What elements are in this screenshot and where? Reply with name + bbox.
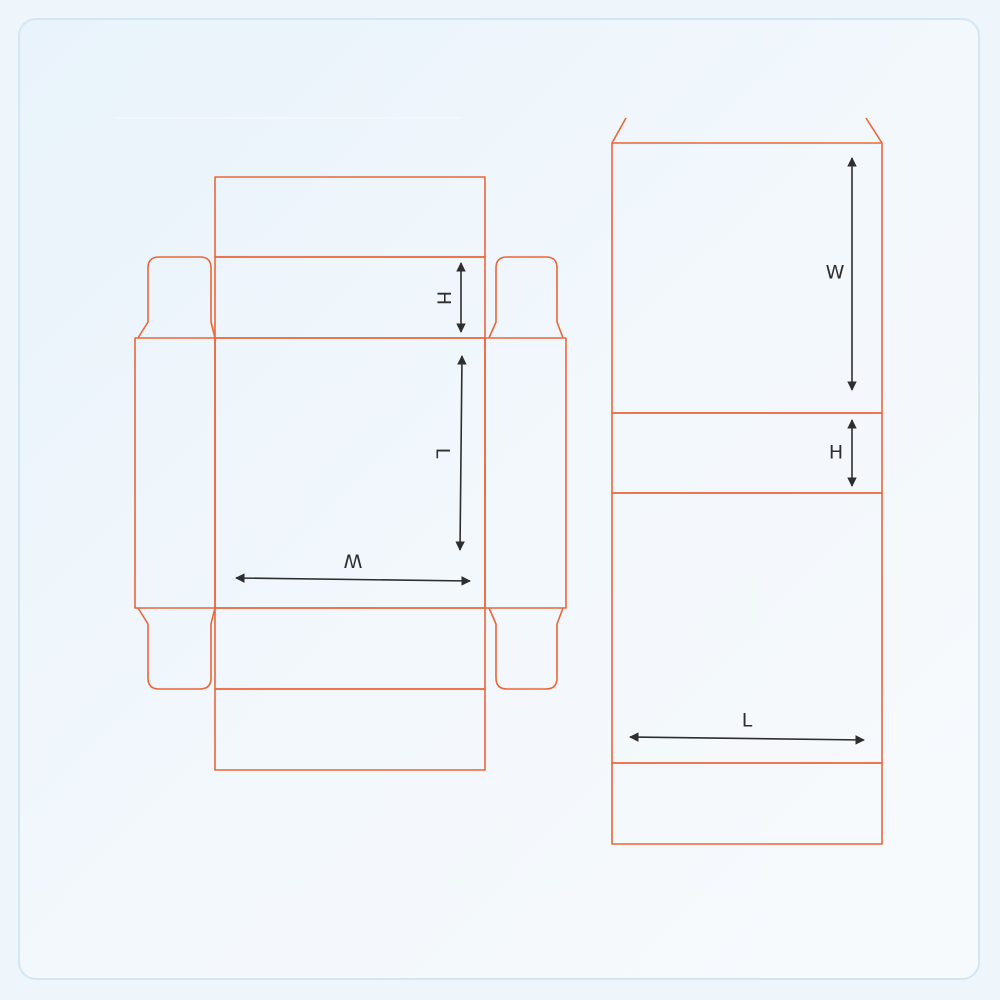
left-width-dimension-arrow: [235, 573, 471, 586]
left-length-label: L: [432, 448, 454, 459]
left-box-dieline: H L W: [134, 176, 567, 771]
dust-flap-top-left: [137, 256, 216, 339]
right-width-label: W: [826, 262, 845, 284]
right-length-label: L: [742, 710, 753, 732]
dust-flap-bottom-left: [137, 607, 216, 690]
bottom-side-panel: [214, 607, 486, 690]
bottom-lid-flap: [214, 688, 486, 771]
right-height-label: H: [829, 442, 843, 464]
left-side-wall: [134, 337, 216, 609]
right-length-dimension-arrow: [629, 732, 865, 745]
top-tuck-ears: [611, 117, 883, 144]
left-height-label: H: [433, 291, 455, 305]
dust-flap-top-right: [488, 256, 564, 339]
right-box-dieline: W H L: [611, 117, 883, 845]
diagram-frame: [18, 18, 980, 980]
right-side-wall: [484, 337, 567, 609]
top-lid-flap: [214, 176, 486, 258]
left-width-label: W: [343, 550, 362, 572]
glue-flap-panel: [611, 762, 883, 845]
left-length-dimension-arrow: [455, 355, 467, 551]
dust-flap-bottom-right: [488, 607, 564, 690]
